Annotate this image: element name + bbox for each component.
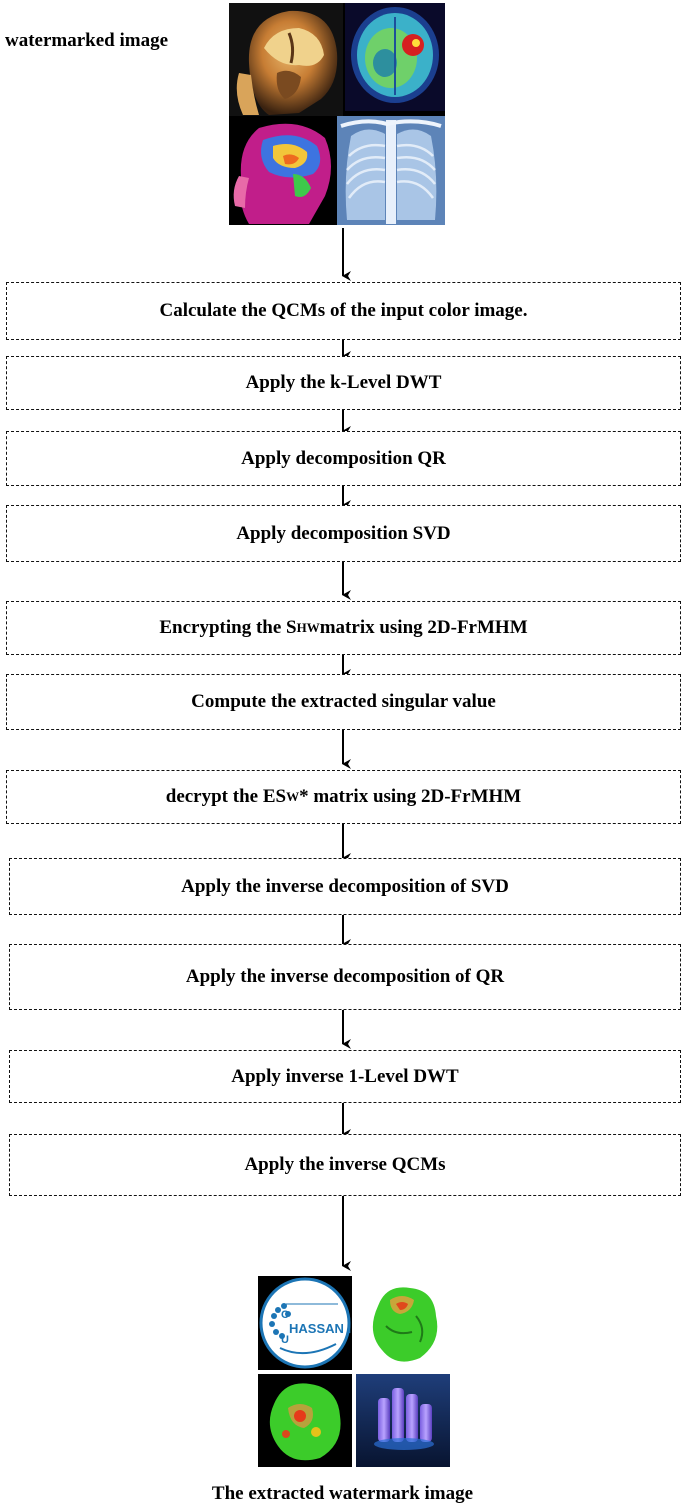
- step-compute-extracted-singular-value: Compute the extracted singular value: [6, 674, 681, 730]
- output-caption: The extracted watermark image: [211, 1483, 474, 1504]
- step-inverse-1-level-dwt: Apply inverse 1-Level DWT: [9, 1050, 681, 1103]
- step-inverse-qr: Apply the inverse decomposition of QR: [9, 944, 681, 1010]
- hassan-logo-tile: C U HASSAN II: [258, 1276, 352, 1370]
- logo-text: HASSAN II: [289, 1321, 352, 1336]
- green-blob-dark-tile: [258, 1374, 352, 1467]
- step-inverse-qcms: Apply the inverse QCMs: [9, 1134, 681, 1196]
- green-3d-blob-tile: [356, 1276, 450, 1370]
- step-apply-decomposition-svd: Apply decomposition SVD: [6, 505, 681, 562]
- step-calculate-qcms: Calculate the QCMs of the input color im…: [6, 282, 681, 340]
- step-apply-k-level-dwt: Apply the k-Level DWT: [6, 356, 681, 410]
- logo-letter-c: C: [281, 1309, 289, 1321]
- watermarked-image: [229, 3, 445, 225]
- extracted-watermark-image: C U HASSAN II: [258, 1271, 450, 1467]
- input-caption: watermarked image: [5, 30, 169, 51]
- step-decrypt-subscript: W: [286, 789, 300, 804]
- axial-brain-tile: [345, 3, 445, 111]
- step-inverse-svd: Apply the inverse decomposition of SVD: [9, 858, 681, 915]
- step-apply-decomposition-qr: Apply decomposition QR: [6, 431, 681, 486]
- purple-cylinders-tile: [356, 1374, 450, 1467]
- color-head-tile: [229, 116, 337, 225]
- logo-letter-u: U: [281, 1334, 289, 1346]
- sagittal-mri-tile: [229, 3, 343, 116]
- step-encrypt-subscript: HW: [296, 620, 320, 635]
- chest-xray-tile: [337, 116, 445, 225]
